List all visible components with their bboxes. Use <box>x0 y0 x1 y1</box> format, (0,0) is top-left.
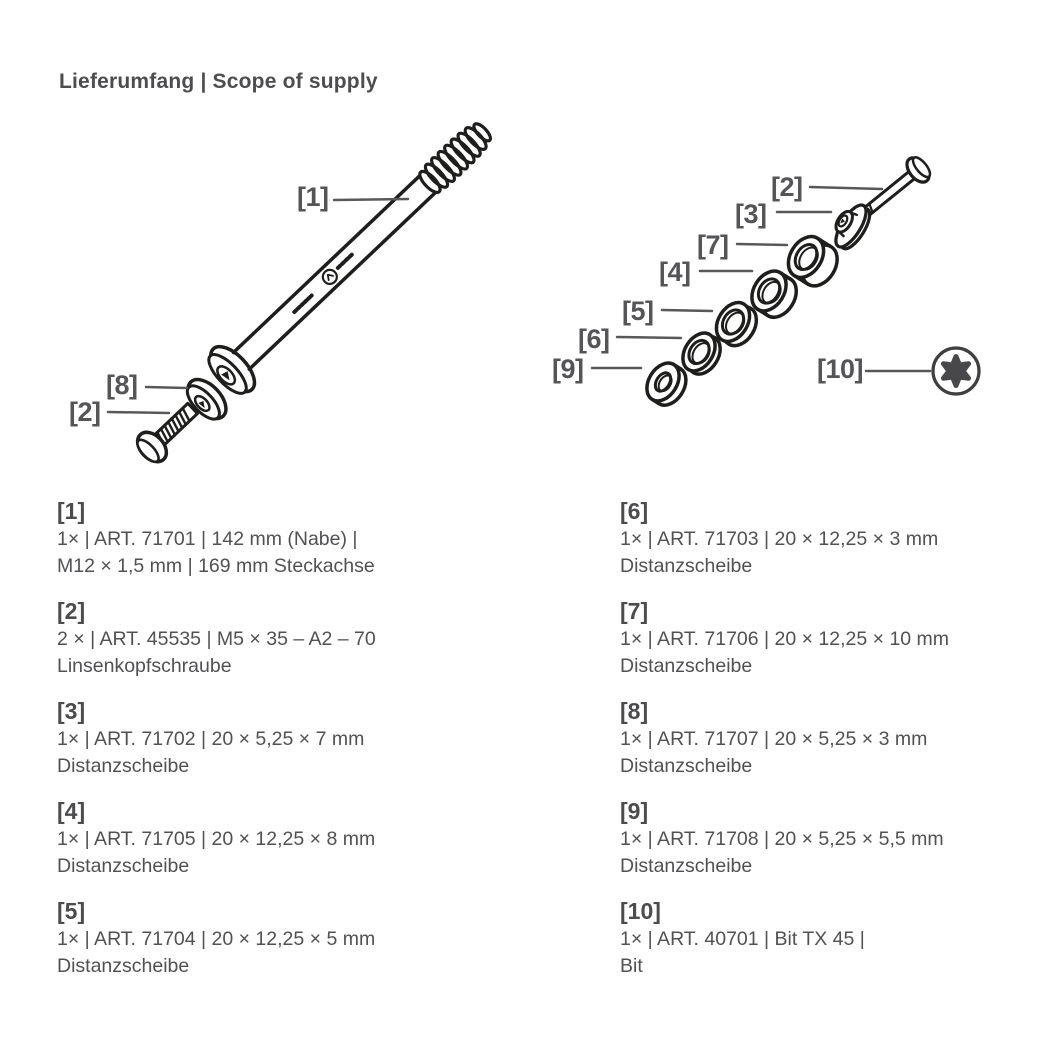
part-spec-line: 1× | ART. 40701 | Bit TX 45 | <box>620 928 865 950</box>
part-spec-line: 1× | ART. 71705 | 20 × 12,25 × 8 mm <box>57 828 376 850</box>
part-ref: [4] <box>57 798 86 824</box>
part-desc-line: M12 × 1,5 mm | 169 mm Steckachse <box>57 555 375 577</box>
diagram-area: [1] [8] [2] [2] [3] [7] [4] [5] [6] [9] … <box>0 95 1060 495</box>
part-entry: [9] 1× | ART. 71708 | 20 × 5,25 × 5,5 mm… <box>620 798 1050 880</box>
part-desc-line: Distanzscheibe <box>620 855 753 877</box>
callout-stack-washer: [3] <box>735 199 767 229</box>
part-ref: [10] <box>620 898 661 924</box>
callout-spacer-55mm: [9] <box>552 354 584 384</box>
callout-spacer-5mm: [5] <box>622 296 654 326</box>
part-desc-line: Distanzscheibe <box>620 755 753 777</box>
part-desc-line: Distanzscheibe <box>57 955 190 977</box>
part-entry: [10] 1× | ART. 40701 | Bit TX 45 | Bit <box>620 898 1050 980</box>
part-ref: [8] <box>620 698 649 724</box>
part-entry: [1] 1× | ART. 71701 | 142 mm (Nabe) | M1… <box>57 498 577 580</box>
part-desc-line: Distanzscheibe <box>57 755 190 777</box>
part-entry: [5] 1× | ART. 71704 | 20 × 12,25 × 5 mm … <box>57 898 577 980</box>
part-desc-line: Bit <box>620 955 643 977</box>
spacer-3mm-drawing <box>681 331 722 376</box>
part-desc-line: Distanzscheibe <box>620 655 753 677</box>
part-ref: [2] <box>57 598 86 624</box>
callout-axle-screw: [2] <box>69 397 101 427</box>
part-spec-line: 1× | ART. 71702 | 20 × 5,25 × 7 mm <box>57 728 365 750</box>
spacer-8mm-drawing <box>750 269 799 319</box>
part-ref: [9] <box>620 798 649 824</box>
axle-drawing <box>207 122 493 395</box>
part-entry: [7] 1× | ART. 71706 | 20 × 12,25 × 10 mm… <box>620 598 1050 680</box>
callout-spacer-8mm: [4] <box>659 257 691 287</box>
part-ref: [7] <box>620 598 649 624</box>
part-desc-line: Linsenkopfschraube <box>57 655 232 677</box>
part-spec-line: 1× | ART. 71707 | 20 × 5,25 × 3 mm <box>620 728 928 750</box>
part-ref: [5] <box>57 898 86 924</box>
callout-axle-washer: [8] <box>106 370 138 400</box>
page-title: Lieferumfang | Scope of supply <box>59 70 378 93</box>
spacer-10mm-drawing <box>786 234 839 288</box>
parts-column-left: [1] 1× | ART. 71701 | 142 mm (Nabe) | M1… <box>57 498 577 998</box>
axle-screw-drawing <box>135 401 199 464</box>
leader-lines <box>106 185 932 415</box>
callout-axle: [1] <box>297 182 329 212</box>
part-spec-line: 1× | ART. 71704 | 20 × 12,25 × 5 mm <box>57 928 376 950</box>
part-spec-line: 1× | ART. 71706 | 20 × 12,25 × 10 mm <box>620 628 950 650</box>
part-desc-line: Distanzscheibe <box>57 855 190 877</box>
parts-column-right: [6] 1× | ART. 71703 | 20 × 12,25 × 3 mm … <box>620 498 1050 998</box>
part-desc-line: Distanzscheibe <box>620 555 753 577</box>
part-entry: [3] 1× | ART. 71702 | 20 × 5,25 × 7 mm D… <box>57 698 577 780</box>
part-spec-line: 2 × | ART. 45535 | M5 × 35 – A2 – 70 <box>57 628 376 650</box>
axle-washer-drawing <box>185 377 228 421</box>
spacer-55mm-drawing <box>645 361 688 407</box>
part-entry: [8] 1× | ART. 71707 | 20 × 5,25 × 3 mm D… <box>620 698 1050 780</box>
part-ref: [6] <box>620 498 649 524</box>
part-spec-line: 1× | ART. 71703 | 20 × 12,25 × 3 mm <box>620 528 939 550</box>
parts-diagram <box>106 122 981 464</box>
stack-washer-drawing <box>834 203 872 251</box>
callout-stack-screw: [2] <box>771 172 803 202</box>
part-entry: [4] 1× | ART. 71705 | 20 × 12,25 × 8 mm … <box>57 798 577 880</box>
callout-bit: [10] <box>817 354 864 384</box>
callout-spacer-3mm: [6] <box>578 324 610 354</box>
part-spec-line: 1× | ART. 71708 | 20 × 5,25 × 5,5 mm <box>620 828 944 850</box>
part-spec-line: 1× | ART. 71701 | 142 mm (Nabe) | <box>57 528 358 550</box>
spacer-5mm-drawing <box>714 300 759 348</box>
callout-spacer-10mm: [7] <box>697 230 729 260</box>
part-entry: [6] 1× | ART. 71703 | 20 × 12,25 × 3 mm … <box>620 498 1050 580</box>
torx-star-icon <box>931 346 981 396</box>
part-entry: [2] 2 × | ART. 45535 | M5 × 35 – A2 – 70… <box>57 598 577 680</box>
part-ref: [3] <box>57 698 86 724</box>
part-ref: [1] <box>57 498 86 524</box>
